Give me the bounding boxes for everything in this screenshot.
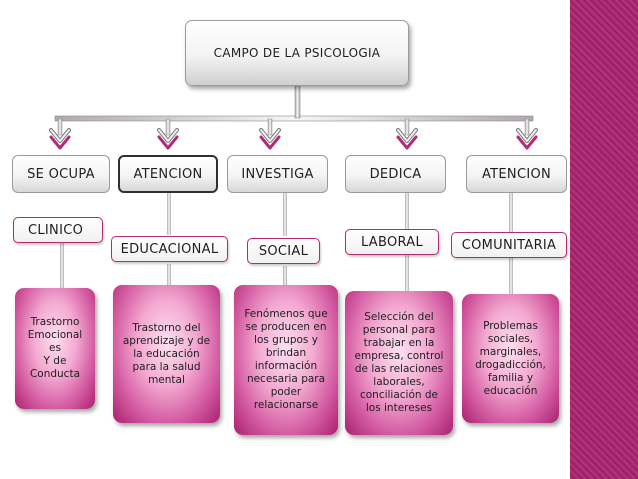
description-text: Trastorno Emocional es Y de Conducta — [27, 316, 83, 380]
category-atencion-2: ATENCION — [466, 155, 567, 193]
description-text: Selección del personal para trabajar en … — [354, 311, 444, 414]
arrowhead-5 — [516, 128, 538, 150]
sublabel-laboral: LABORAL — [345, 229, 439, 255]
sublabel-text: EDUCACIONAL — [120, 241, 219, 257]
arrowhead-3 — [259, 128, 281, 150]
category-atencion-1: ATENCION — [118, 155, 218, 193]
decorative-side-stripe — [570, 0, 638, 479]
connector-line-educacional — [167, 193, 171, 235]
description-text: Fenómenos que se producen en los grupos … — [244, 308, 328, 411]
connector-line-root — [294, 85, 301, 119]
arrowhead-4 — [396, 128, 418, 150]
sublabel-text: SOCIAL — [258, 243, 309, 259]
category-label: DEDICA — [369, 166, 422, 182]
description-laboral: Selección del personal para trabajar en … — [345, 291, 453, 435]
connector-line-social-lower — [283, 266, 287, 286]
sublabel-social: SOCIAL — [247, 238, 320, 264]
connector-line-social — [283, 193, 287, 236]
connector-line-comunitaria — [509, 193, 513, 235]
sublabel-text: COMUNITARIA — [461, 237, 557, 253]
arrowhead-2 — [157, 128, 179, 150]
sublabel-educacional: EDUCACIONAL — [111, 236, 228, 262]
description-text: Problemas sociales, marginales, drogadic… — [475, 319, 546, 397]
connector-line-laboral-lower — [405, 255, 409, 291]
description-educacional: Trastorno del aprendizaje y de la educac… — [113, 285, 220, 423]
connector-drop-4 — [404, 118, 410, 136]
root-label: CAMPO DE LA PSICOLOGIA — [213, 46, 381, 60]
connector-line-laboral — [405, 193, 409, 229]
category-label: INVESTIGA — [241, 166, 314, 182]
root-node: CAMPO DE LA PSICOLOGIA — [185, 20, 409, 86]
category-investiga: INVESTIGA — [227, 155, 328, 193]
connector-drop-3 — [267, 118, 273, 136]
connector-line-educacional-lower — [167, 264, 171, 286]
connector-drop-2 — [165, 118, 171, 136]
connector-line-comunitaria-lower — [509, 258, 513, 294]
description-text: Trastorno del aprendizaje y de la educac… — [122, 321, 211, 386]
category-dedica: DEDICA — [345, 155, 446, 193]
connector-drop-5 — [524, 118, 530, 136]
sublabel-comunitaria: COMUNITARIA — [451, 232, 567, 258]
sublabel-text: CLINICO — [28, 222, 84, 238]
connector-drop-1 — [57, 118, 63, 136]
description-social: Fenómenos que se producen en los grupos … — [234, 285, 338, 435]
category-label: ATENCION — [481, 166, 552, 182]
arrowhead-1 — [49, 128, 71, 150]
category-label: SE OCUPA — [27, 166, 95, 182]
category-label: ATENCION — [133, 166, 203, 182]
sublabel-text: LABORAL — [360, 234, 424, 250]
connector-bus-horizontal — [54, 115, 534, 122]
description-comunitaria: Problemas sociales, marginales, drogadic… — [462, 294, 559, 423]
sublabel-clinico: CLINICO — [13, 217, 103, 243]
description-clinico: Trastorno Emocional es Y de Conducta — [15, 288, 95, 409]
connector-line-clinico — [60, 238, 64, 288]
category-se-ocupa: SE OCUPA — [12, 155, 110, 193]
